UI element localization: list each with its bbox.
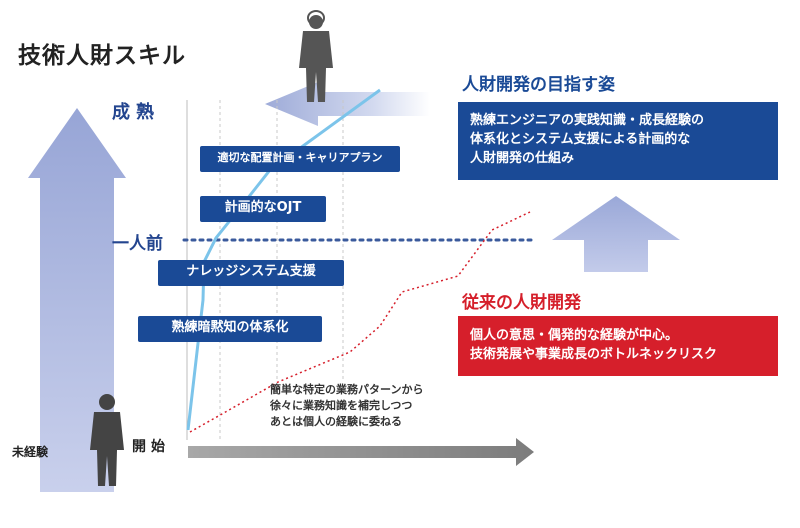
conventional-heading: 従来の人財開発 (462, 293, 581, 313)
top-left-arrow (265, 82, 430, 126)
conventional-note: 簡単な特定の業務パターンから 徐々に業務知識を補完しつつ あとは個人の経験に委ね… (270, 382, 423, 430)
conventional-description-box: 個人の意思・偶発的な経験が中心。 技術発展や事業成長のボトルネックリスク (458, 316, 778, 376)
ideal-heading: 人財開発の目指す姿 (462, 75, 615, 95)
step-career-plan: 適切な配置計画・キャリアプラン (200, 146, 400, 172)
conventional-growth-line (189, 211, 531, 433)
conventional-line: 個人の意思・偶発的な経験が中心。 (470, 328, 679, 343)
ideal-description-box: 熟練エンジニアの実践知識・成長経験の 体系化とシステム支援による計画的な 人財開… (458, 102, 778, 180)
person-silhouette-icon (90, 394, 124, 486)
vertical-axis-arrow (28, 108, 126, 492)
note-line: 徐々に業務知識を補完しつつ (270, 399, 413, 412)
page-title: 技術人財スキル (18, 43, 186, 69)
ideal-line: 体系化とシステム支援による計画的な (470, 132, 691, 147)
note-line: あとは個人の経験に委ねる (270, 415, 402, 428)
maturity-label: 成熟 (112, 102, 160, 123)
ideal-line: 人財開発の仕組み (470, 151, 575, 166)
note-line: 簡単な特定の業務パターンから (270, 383, 424, 396)
step-tacit-knowledge: 熟練暗黙知の体系化 (138, 316, 322, 342)
step-planned-ojt: 計画的なOJT (200, 196, 326, 222)
right-up-arrow (552, 196, 680, 272)
person-silhouette-icon (299, 10, 333, 102)
inexperienced-label: 未経験 (12, 445, 49, 459)
competent-label: 一人前 (112, 234, 163, 254)
horizontal-axis-arrow (188, 438, 534, 466)
ideal-line: 熟練エンジニアの実践知識・成長経験の (470, 113, 705, 128)
start-label: 開始 (132, 439, 170, 455)
step-knowledge-system: ナレッジシステム支援 (158, 260, 344, 286)
conventional-line: 技術発展や事業成長のボトルネックリスク (470, 347, 718, 362)
